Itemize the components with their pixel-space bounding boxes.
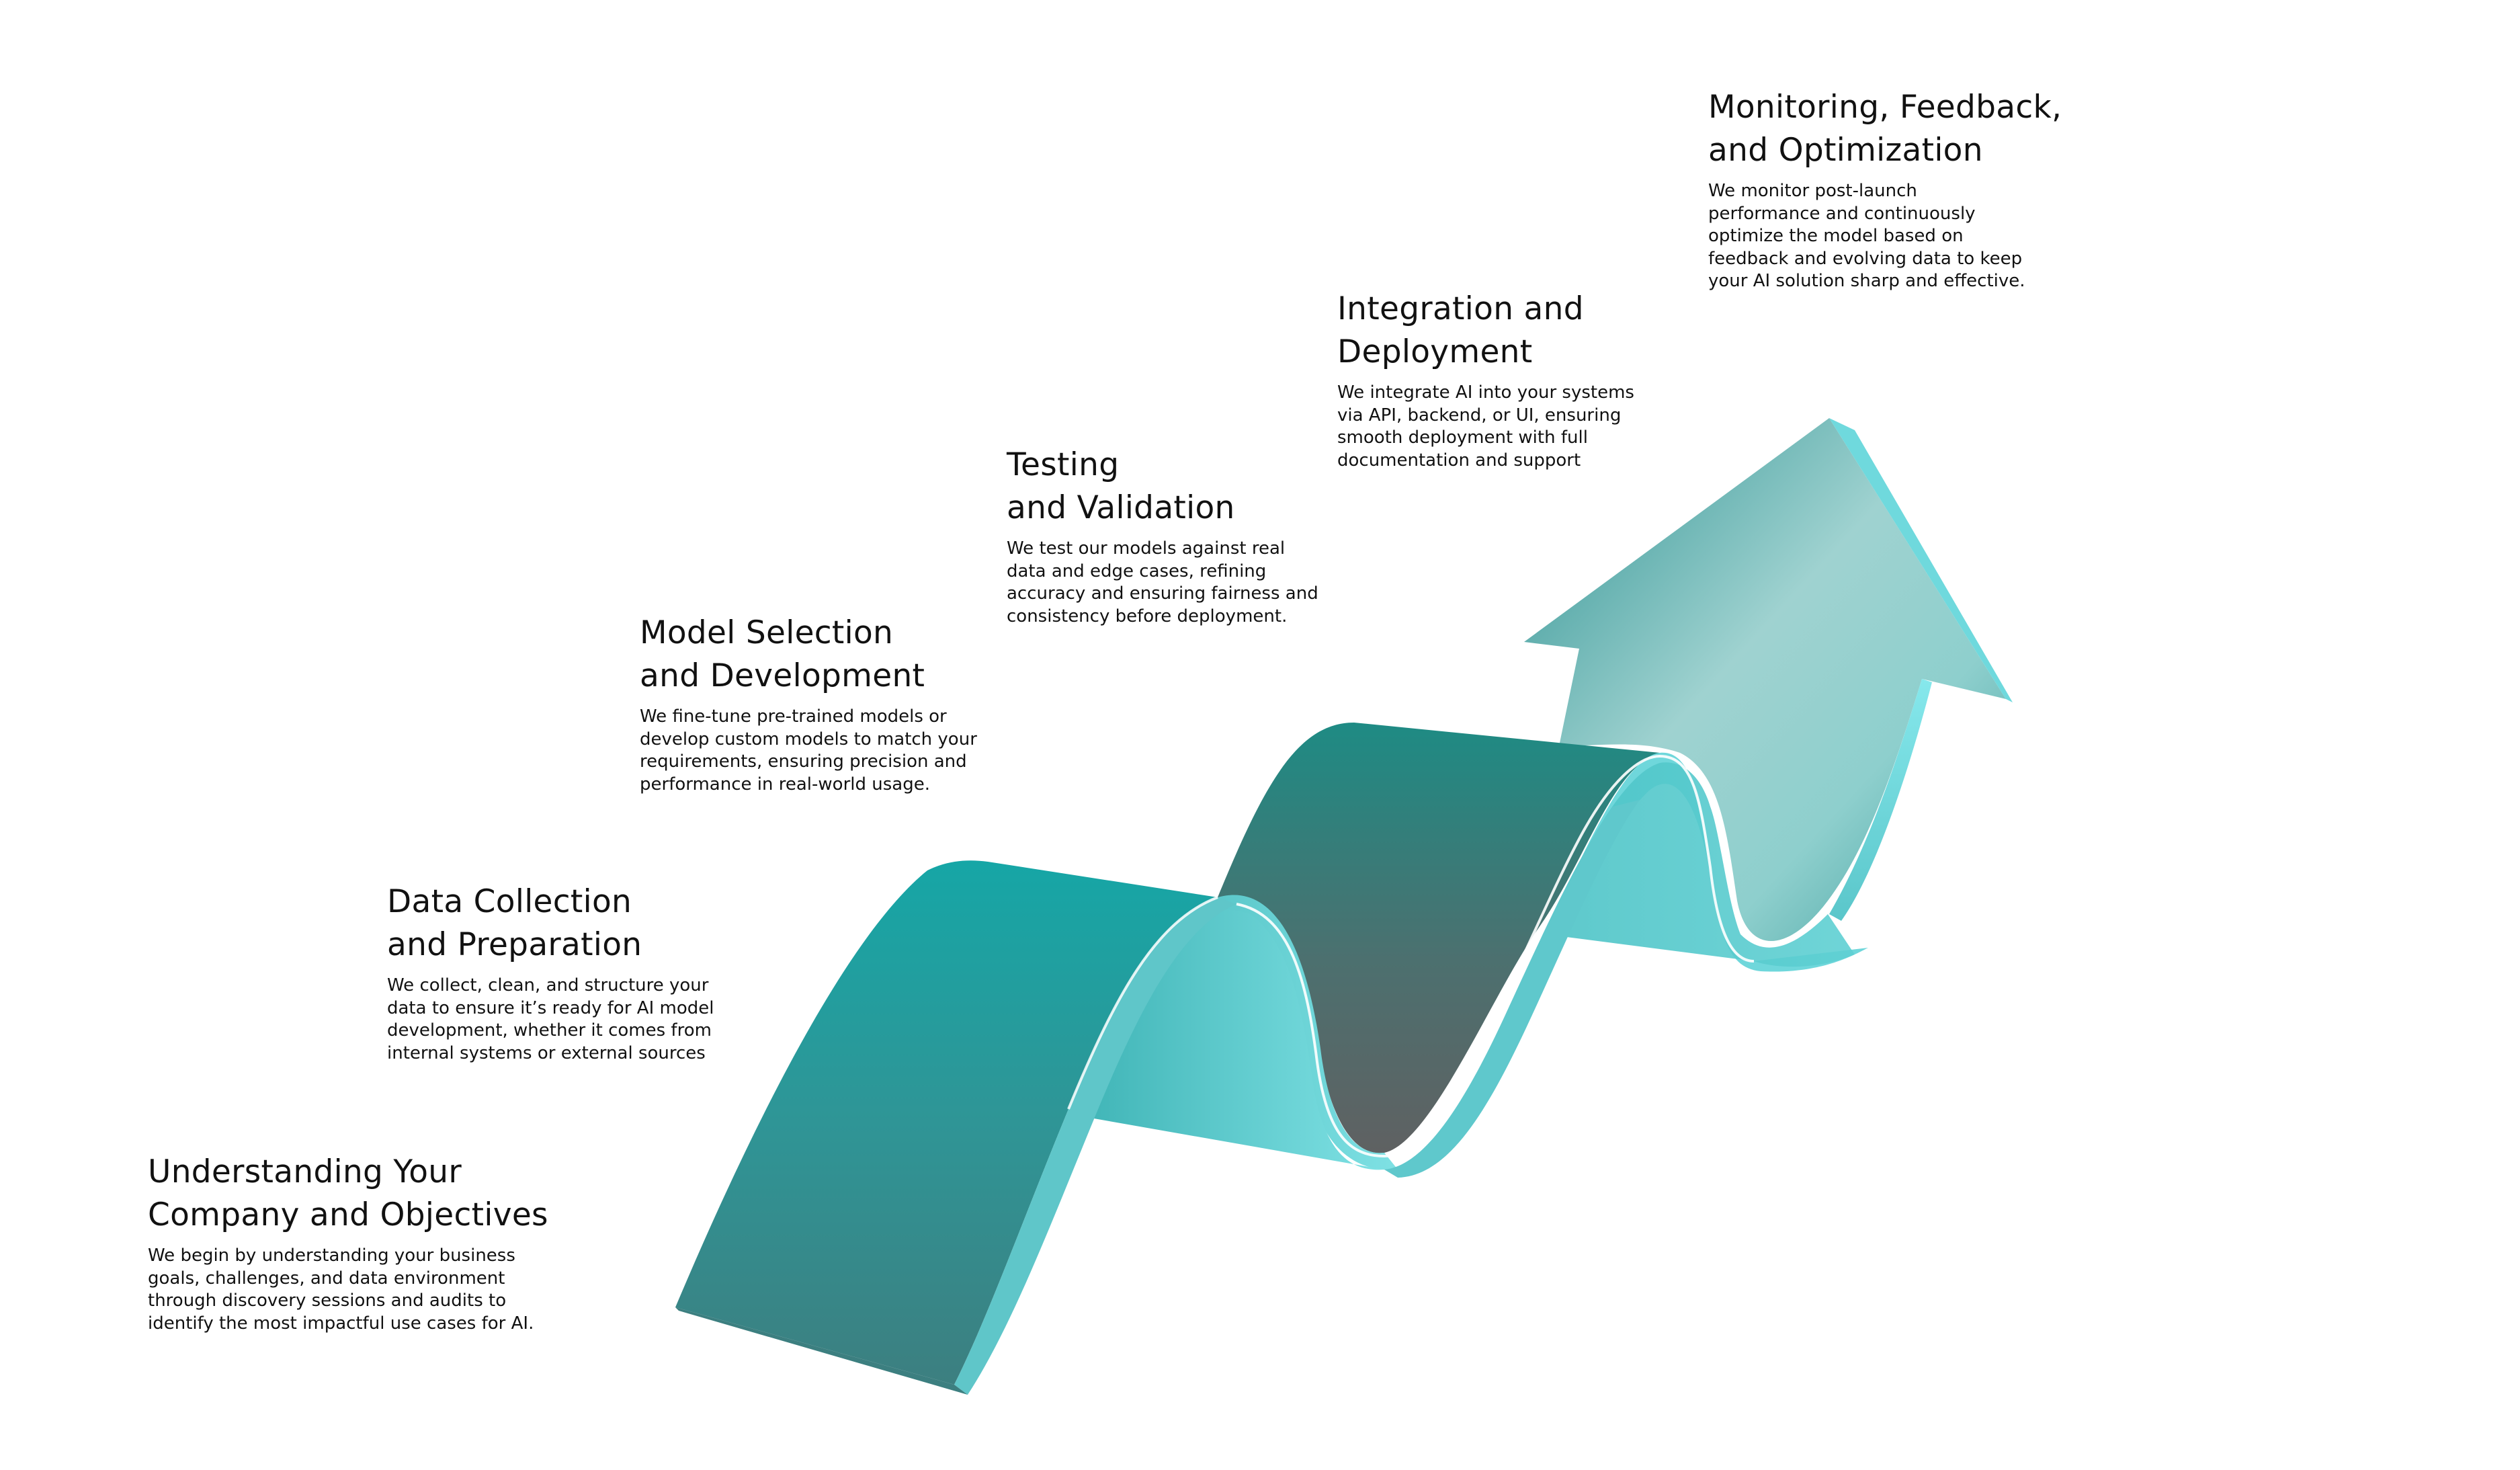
step-description-line: We monitor post-launch bbox=[1708, 181, 1917, 201]
step-description-line: development, whether it comes from bbox=[387, 1020, 712, 1040]
step-description: We test our models against real data and… bbox=[1007, 538, 1318, 628]
step-description-line: your AI solution sharp and effective. bbox=[1708, 271, 2025, 291]
step-description-line: We test our models against real bbox=[1007, 538, 1286, 559]
step-title-line: Monitoring, Feedback, bbox=[1708, 89, 2062, 126]
step-integration: Integration and Deployment We integrate … bbox=[1337, 288, 1634, 472]
step-description-line: documentation and support bbox=[1337, 450, 1581, 471]
step-description-line: We begin by understanding your business bbox=[148, 1246, 515, 1266]
step-description-line: smooth deployment with full bbox=[1337, 427, 1588, 448]
step-model-selection: Model Selection and Development We fine-… bbox=[640, 612, 977, 796]
step-description-line: We fine-tune pre-trained models or bbox=[640, 706, 947, 727]
step-description: We begin by understanding your business … bbox=[148, 1245, 548, 1335]
step-title-line: Company and Objectives bbox=[148, 1196, 548, 1233]
step-testing: Testing and Validation We test our model… bbox=[1007, 444, 1318, 628]
step-description-line: We collect, clean, and structure your bbox=[387, 975, 709, 995]
step-description-line: data and edge cases, refining bbox=[1007, 561, 1267, 581]
step-title-line: Understanding Your bbox=[148, 1153, 462, 1190]
step-title-line: and Optimization bbox=[1708, 132, 1983, 169]
step-title: Model Selection and Development bbox=[640, 612, 977, 698]
step-description: We integrate AI into your systems via AP… bbox=[1337, 382, 1634, 472]
step-description-line: via API, backend, or UI, ensuring bbox=[1337, 405, 1622, 425]
arrow-head bbox=[1524, 418, 2013, 941]
ribbon-front-section bbox=[675, 860, 1218, 1385]
step-monitoring: Monitoring, Feedback, and Optimization W… bbox=[1708, 86, 2062, 293]
step-title-line: and Preparation bbox=[387, 926, 642, 963]
step-title: Testing and Validation bbox=[1007, 444, 1318, 530]
step-description-line: accuracy and ensuring fairness and bbox=[1007, 583, 1318, 604]
step-description-line: through discovery sessions and audits to bbox=[148, 1291, 507, 1311]
step-description-line: performance and continuously bbox=[1708, 203, 1976, 224]
step-title-line: Testing bbox=[1007, 446, 1120, 483]
step-description-line: requirements, ensuring precision and bbox=[640, 751, 967, 772]
step-description-line: goals, challenges, and data environment bbox=[148, 1268, 505, 1289]
step-title: Integration and Deployment bbox=[1337, 288, 1634, 374]
step-data-collection: Data Collection and Preparation We colle… bbox=[387, 881, 714, 1065]
step-description-line: We integrate AI into your systems bbox=[1337, 382, 1634, 403]
step-title: Understanding Your Company and Objective… bbox=[148, 1151, 548, 1237]
step-description-line: develop custom models to match your bbox=[640, 729, 977, 749]
ribbon-back-section bbox=[1218, 723, 1660, 1153]
step-description-line: performance in real-world usage. bbox=[640, 774, 930, 794]
step-description-line: consistency before deployment. bbox=[1007, 606, 1288, 626]
step-title-line: Model Selection bbox=[640, 614, 894, 651]
step-description: We collect, clean, and structure your da… bbox=[387, 975, 714, 1065]
step-title-line: Data Collection bbox=[387, 883, 632, 920]
step-description: We fine-tune pre-trained models or devel… bbox=[640, 706, 977, 796]
step-description-line: internal systems or external sources bbox=[387, 1043, 706, 1063]
step-description: We monitor post-launch performance and c… bbox=[1708, 180, 2062, 293]
step-title-line: Deployment bbox=[1337, 333, 1533, 370]
step-description-line: data to ensure it’s ready for AI model bbox=[387, 997, 714, 1018]
step-title-line: and Development bbox=[640, 657, 925, 694]
step-description-line: optimize the model based on bbox=[1708, 226, 1964, 246]
step-title-line: Integration and bbox=[1337, 290, 1584, 327]
step-understanding: Understanding Your Company and Objective… bbox=[148, 1151, 548, 1335]
step-title: Monitoring, Feedback, and Optimization bbox=[1708, 86, 2062, 172]
step-title: Data Collection and Preparation bbox=[387, 881, 714, 967]
step-title-line: and Validation bbox=[1007, 489, 1235, 526]
step-description-line: feedback and evolving data to keep bbox=[1708, 248, 2023, 269]
step-description-line: identify the most impactful use cases fo… bbox=[148, 1313, 534, 1334]
